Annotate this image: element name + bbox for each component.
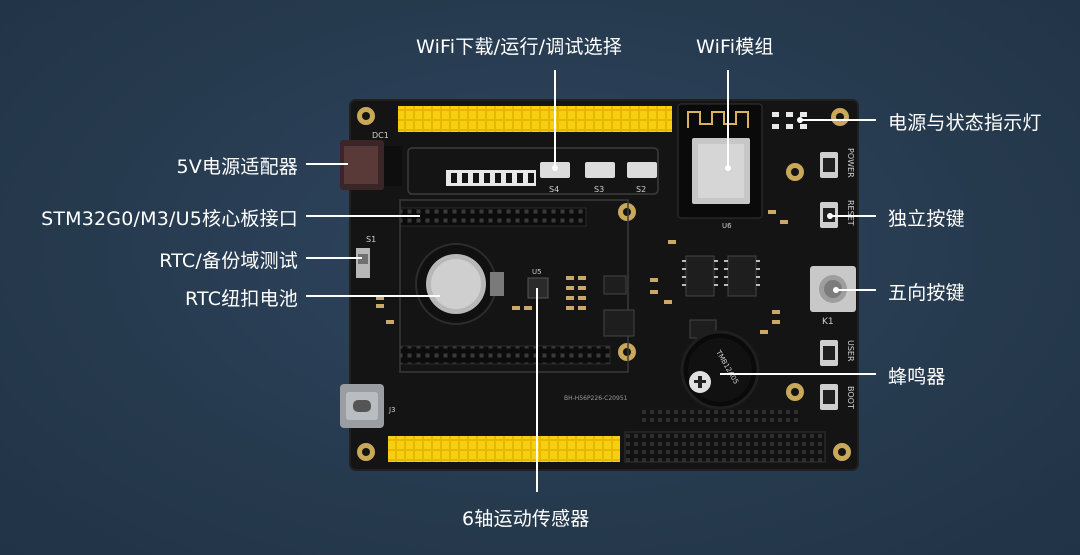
status-leds: [772, 112, 807, 129]
leader-lines: [306, 70, 876, 492]
j3-silkscreen: J3: [388, 406, 396, 414]
bottom-right-header: [624, 431, 826, 463]
rtc-switch: S1: [356, 235, 376, 278]
dc1-silkscreen: DC1: [372, 131, 389, 140]
power-silkscreen: POWER: [846, 148, 855, 178]
leader-dots: [552, 117, 839, 293]
dc-power-jack: DC1: [340, 131, 402, 190]
switch-s3: [585, 162, 615, 178]
label-five-way-button: 五向按键: [888, 282, 965, 304]
usb-c-connector: J3: [340, 384, 396, 428]
label-core-board-interface: STM32G0/M3/U5核心板接口: [41, 208, 298, 230]
boot-silkscreen: BOOT: [846, 386, 855, 409]
reset-silkscreen: RESET: [846, 200, 855, 226]
u5-silkscreen: U5: [532, 268, 542, 276]
bottom-right-header-top: [640, 410, 800, 424]
label-buzzer: 蜂鸣器: [888, 366, 946, 388]
mounting-holes: [357, 107, 851, 461]
s4-silkscreen: S4: [549, 185, 559, 194]
dip-switch-strip: S4 S3 S2: [407, 147, 659, 195]
switch-s2: [627, 162, 657, 178]
s3-silkscreen: S3: [594, 185, 604, 194]
label-wifi-module: WiFi模组: [696, 36, 774, 58]
bottom-yellow-header: [388, 436, 620, 462]
tact-buttons: POWER RESET USER BOOT: [820, 148, 855, 410]
wifi-module-board: U6: [677, 103, 763, 230]
core-board-outline: [399, 199, 629, 373]
label-power-adapter: 5V电源适配器: [176, 156, 298, 178]
s2-silkscreen: S2: [636, 185, 646, 194]
buzzer-component: TMB12A05: [680, 330, 760, 410]
u6-silkscreen: U6: [722, 222, 732, 230]
s1-silkscreen: S1: [366, 235, 376, 244]
coin-cell-battery: [415, 243, 504, 325]
core-board-header-bottom: [399, 345, 611, 365]
label-independent-button: 独立按键: [888, 208, 965, 230]
top-yellow-header: [398, 106, 672, 132]
label-rtc-button-battery: RTC纽扣电池: [185, 288, 298, 310]
smd-components: [376, 210, 788, 334]
label-six-axis-sensor: 6轴运动传感器: [462, 508, 590, 530]
label-rtc-backup-test: RTC/备份域测试: [159, 250, 298, 272]
label-wifi-mode-select: WiFi下载/运行/调试选择: [416, 36, 623, 58]
five-way-joystick: K1: [810, 266, 856, 327]
core-board-header-top: [399, 207, 587, 227]
k1-silkscreen: K1: [822, 317, 834, 327]
label-power-status-led: 电源与状态指示灯: [888, 112, 1042, 134]
user-silkscreen: USER: [846, 340, 855, 362]
board-id-silkscreen: BH-H56P226-C20951: [564, 395, 628, 402]
